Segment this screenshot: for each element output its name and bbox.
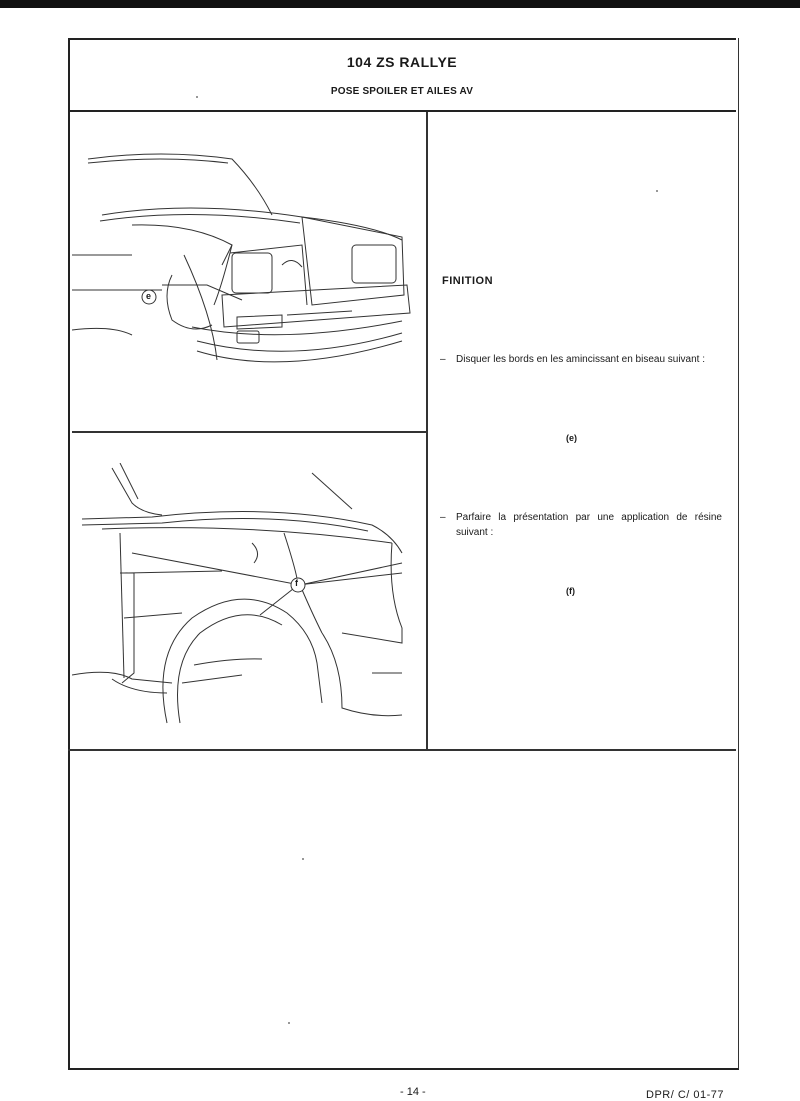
callout-e-label: e [146,291,152,301]
page-subtitle: POSE SPOILER ET AILES AV [330,86,474,97]
page-frame [68,38,739,1070]
step-text: Disquer les bords en les amincissant en … [456,354,706,365]
front-spoiler-illustration: e [72,145,424,385]
illustration-divider [72,431,426,433]
section-title: FINITION [442,275,494,287]
scan-speck [302,858,304,860]
page-title: 104 ZS RALLYE [346,54,458,70]
scan-top-edge [0,0,800,8]
callout-f-label: f [295,578,298,588]
step-1-reference: (e) [566,433,577,443]
scan-speck [288,1022,290,1024]
column-divider [426,112,428,749]
step-dash: – [440,354,446,365]
front-wing-illustration: f [72,463,424,733]
instruction-step-2: – Parfaire la présentation par une appli… [440,510,722,540]
header-box: 104 ZS RALLYE POSE SPOILER ET AILES AV [68,38,736,112]
step-2-reference: (f) [566,586,575,596]
content-bottom-divider [68,749,736,751]
scan-speck [196,96,198,98]
document-reference: DPR/ C/ 01-77 [646,1089,725,1101]
page-number: - 14 - [400,1086,426,1098]
step-dash: – [440,512,446,523]
step-text: Parfaire la présentation par une applica… [456,512,722,538]
scan-speck [656,190,658,192]
instruction-step-1: – Disquer les bords en les amincissant e… [440,352,722,367]
